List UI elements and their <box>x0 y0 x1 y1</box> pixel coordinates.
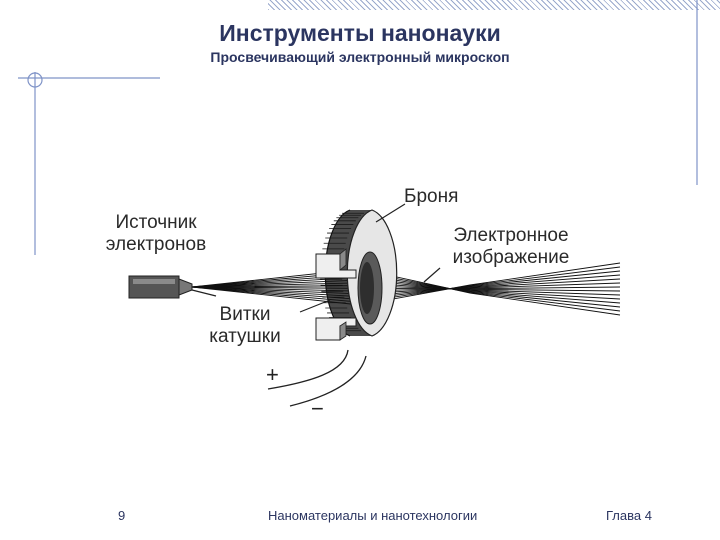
label-armor: Броня <box>404 186 459 207</box>
electron-beam <box>191 262 621 316</box>
footer-page-number: 9 <box>118 508 126 523</box>
decor-circle <box>27 72 43 88</box>
electron-ray <box>191 282 621 292</box>
electron-ray <box>191 266 621 303</box>
coils-pointer-line <box>299 299 331 313</box>
coil-ring-front <box>346 209 398 337</box>
electron-ray <box>191 276 621 304</box>
label-electron-image: Электронное изображение <box>452 225 570 268</box>
electron-ray <box>191 285 621 292</box>
electron-ray <box>191 262 621 306</box>
electron-ray <box>191 279 621 300</box>
source-pointer-line <box>191 289 217 297</box>
electron-ray <box>191 282 621 296</box>
electron-ray <box>191 268 621 316</box>
sign-plus: + <box>266 362 279 387</box>
electron-gun <box>128 275 193 299</box>
armor-pointer-line <box>375 203 406 223</box>
electron-ray <box>191 278 621 295</box>
electron-ray <box>191 270 621 300</box>
slide-subtitle: Просвечивающий электронный микроскоп <box>210 49 510 65</box>
electron-ray <box>191 271 621 312</box>
electron-ray <box>191 274 621 298</box>
footer-chapter: Глава 4 <box>606 508 652 523</box>
lead-wire-plus <box>267 349 349 390</box>
pole-piece-top <box>315 248 357 279</box>
label-electron-source: Источник электронов <box>105 212 207 255</box>
image-pointer-line <box>423 267 441 283</box>
label-coil-turns: Витки катушки <box>209 304 281 347</box>
sign-minus: − <box>311 396 324 421</box>
pole-piece-bottom <box>315 317 357 341</box>
slide-title: Инструменты нанонауки <box>219 20 501 46</box>
electron-ray <box>191 286 621 290</box>
lead-wire-minus <box>289 355 367 407</box>
footer-course-title: Наноматериалы и нанотехнологии <box>268 508 478 523</box>
header-hatch-band <box>268 0 720 10</box>
electron-ray <box>191 274 621 308</box>
